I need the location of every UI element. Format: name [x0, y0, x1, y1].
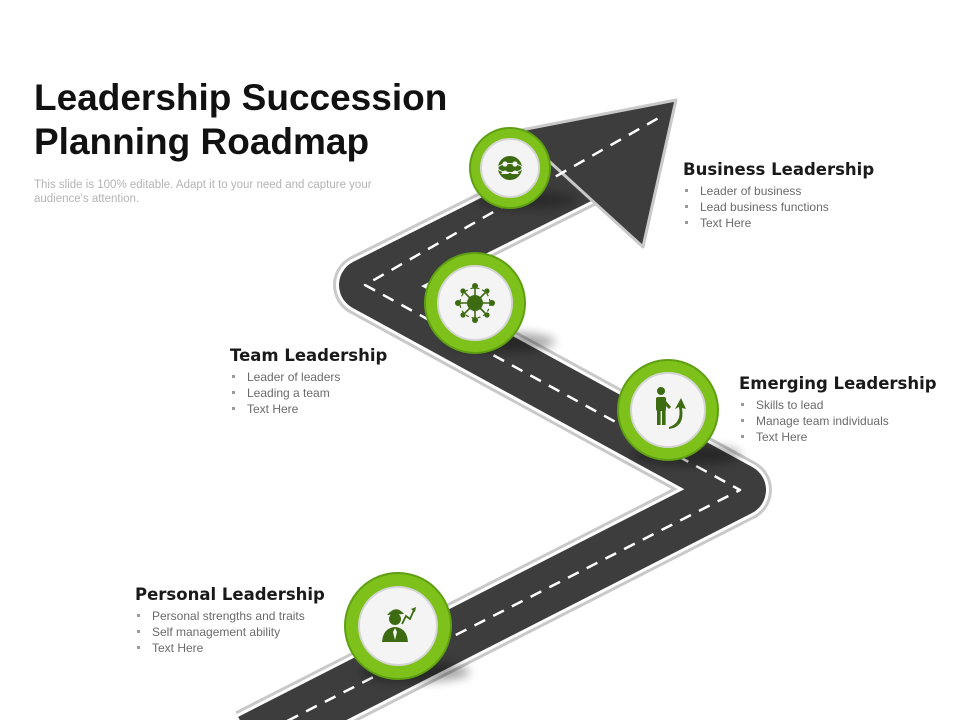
stage-bullets: Personal strengths and traits Self manag… [135, 608, 325, 656]
person-growth-arrow-icon [656, 387, 686, 429]
businessman-chart-icon [382, 607, 416, 642]
stage-bullet: Skills to lead [739, 397, 937, 413]
stage-bullet: Lead business functions [683, 199, 874, 215]
personal-leadership-marker [340, 568, 456, 684]
stage-bullets: Skills to lead Manage team individuals T… [739, 397, 937, 445]
network-hub-icon [455, 283, 495, 323]
business-leadership-marker [464, 122, 556, 214]
stage-title: Business Leadership [683, 160, 875, 179]
stage-bullet: Leader of business [683, 183, 874, 199]
stage-title: Personal Leadership [135, 585, 325, 604]
stage-bullet: Leader of leaders [230, 369, 387, 385]
stage-bullet: Personal strengths and traits [135, 608, 325, 624]
road-center-line [286, 114, 742, 720]
stage-bullet: Leading a team [230, 385, 387, 401]
stage-bullet: Manage team individuals [739, 413, 937, 429]
team-leadership-marker [420, 248, 530, 358]
stage-emerging-leadership: Emerging Leadership Skills to lead Manag… [739, 374, 937, 445]
stage-business-leadership: Business Leadership Leader of business L… [683, 160, 874, 231]
page-subtitle: This slide is 100% editable. Adapt it to… [34, 179, 372, 205]
stage-personal-leadership: Personal Leadership Personal strengths a… [135, 585, 325, 656]
stage-bullet: Text Here [230, 401, 387, 417]
stage-bullets: Leader of business Lead business functio… [683, 183, 874, 231]
emerging-leadership-marker [613, 355, 723, 465]
stage-bullet: Text Here [683, 215, 874, 231]
stage-bullet: Self management ability [135, 624, 325, 640]
stage-bullet: Text Here [135, 640, 325, 656]
stage-team-leadership: Team Leadership Leader of leaders Leadin… [230, 346, 387, 417]
stage-bullets: Leader of leaders Leading a team Text He… [230, 369, 387, 417]
stage-title: Emerging Leadership [739, 374, 937, 393]
stage-bullet: Text Here [739, 429, 937, 445]
stage-title: Team Leadership [230, 346, 388, 365]
globe-people-icon [497, 156, 523, 180]
page-title: Leadership Succession Planning Roadmap [34, 77, 448, 162]
